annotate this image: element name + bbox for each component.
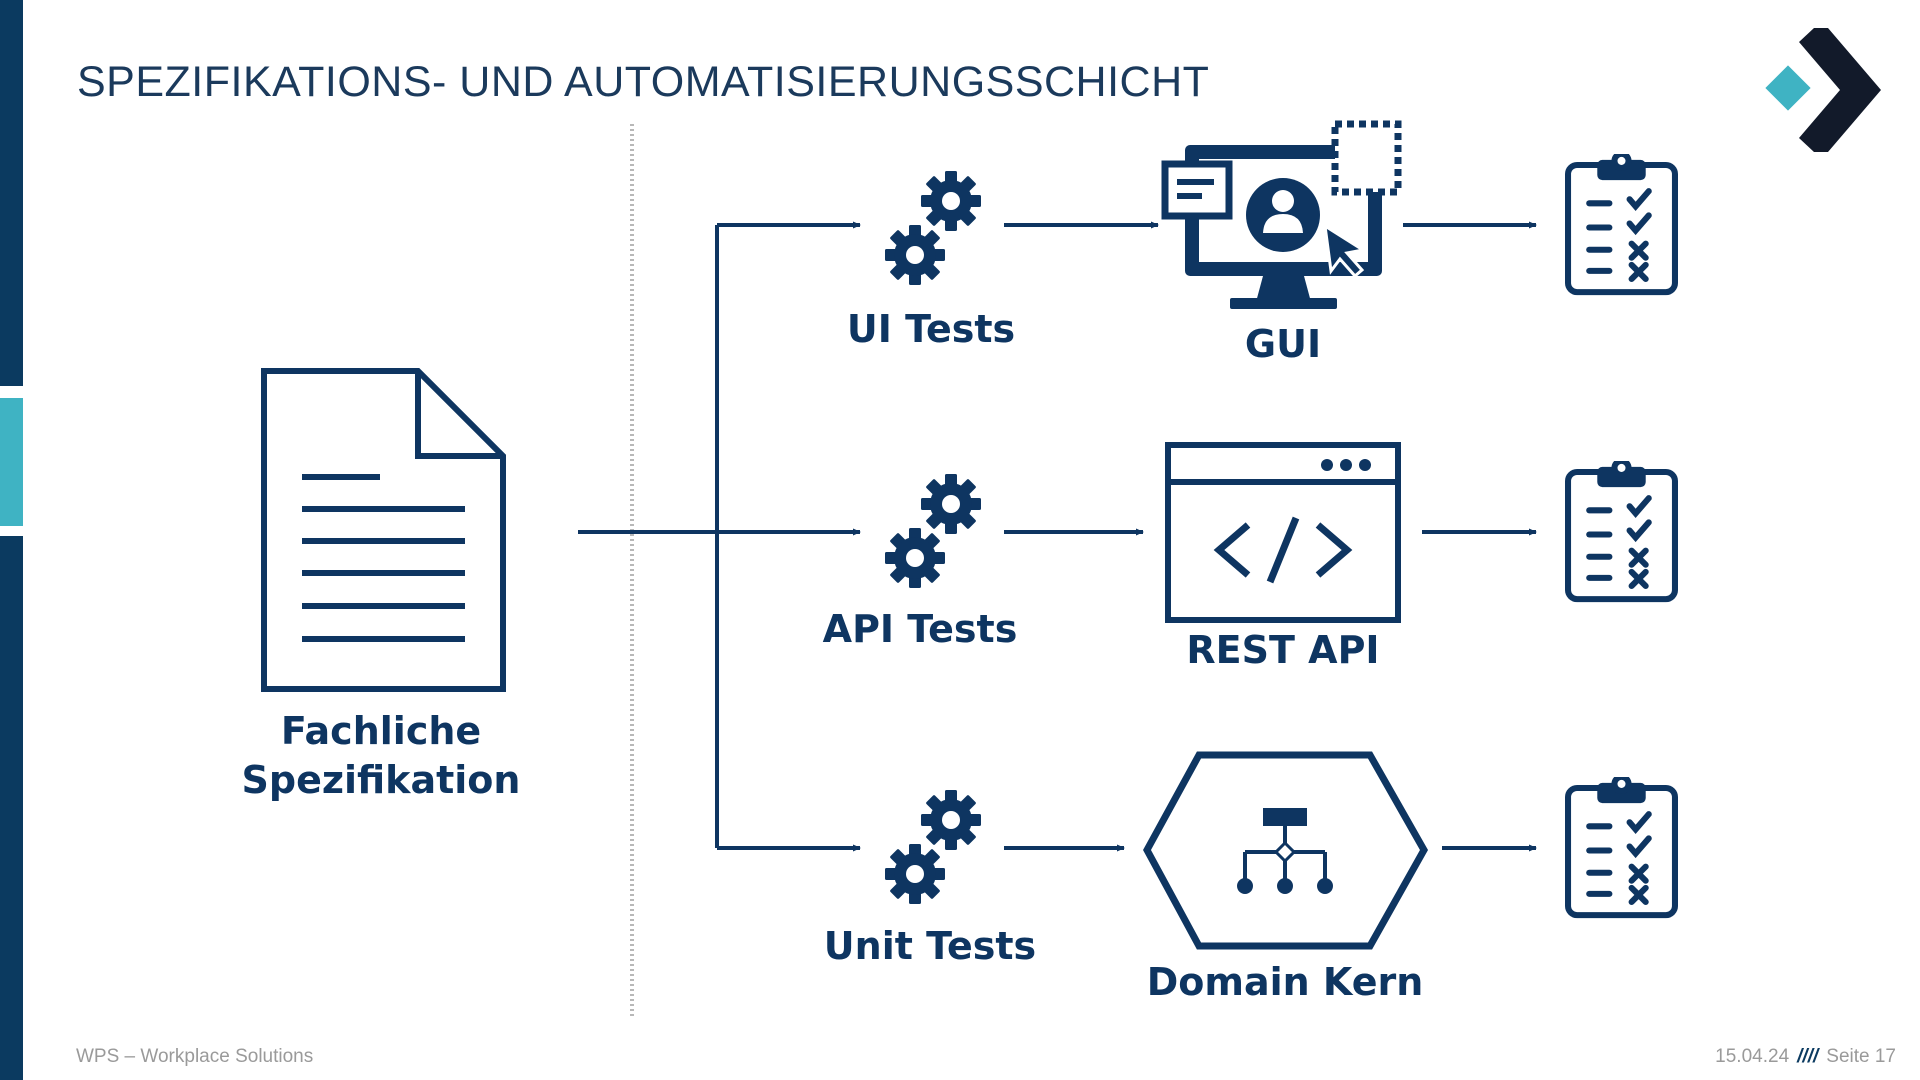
target-label-domain-kern: Domain Kern xyxy=(1147,960,1424,1004)
monitor-user-icon xyxy=(1161,120,1402,309)
footer-page-number: Seite 17 xyxy=(1826,1046,1896,1067)
code-window-icon xyxy=(1165,442,1401,623)
sidebar-bar-top xyxy=(0,0,23,386)
hexagon-hierarchy-icon xyxy=(1143,751,1429,950)
target-label-gui: GUI xyxy=(1245,322,1321,366)
source-label-line1: Fachliche xyxy=(281,709,481,753)
sidebar-bar-bottom xyxy=(0,536,23,1080)
footer-company: WPS – Workplace Solutions xyxy=(76,1046,314,1067)
footer-meta: 15.04.24 //// Seite 17 xyxy=(1715,1046,1896,1068)
source-label-line2: Spezifikation xyxy=(242,758,521,802)
gears-icon xyxy=(885,790,981,904)
checklist-clipboard-icon xyxy=(1568,774,1675,915)
gears-icon xyxy=(885,171,981,285)
page-title: SPEZIFIKATIONS- UND AUTOMATISIERUNGSSCHI… xyxy=(77,58,1210,106)
test-label-api: API Tests xyxy=(823,607,1018,651)
footer-separator: //// xyxy=(1797,1046,1819,1067)
checklist-clipboard-icon xyxy=(1568,458,1675,599)
test-label-unit: Unit Tests xyxy=(824,924,1036,968)
test-label-ui: UI Tests xyxy=(847,307,1015,351)
connector-lines xyxy=(578,221,1537,852)
sidebar-bar-accent xyxy=(0,398,23,526)
checklist-clipboard-icon xyxy=(1568,151,1675,292)
gears-icon xyxy=(885,474,981,588)
document-icon xyxy=(261,368,506,692)
footer-date: 15.04.24 xyxy=(1715,1046,1790,1067)
wps-logo xyxy=(1765,28,1881,152)
target-label-rest-api: REST API xyxy=(1186,628,1379,672)
